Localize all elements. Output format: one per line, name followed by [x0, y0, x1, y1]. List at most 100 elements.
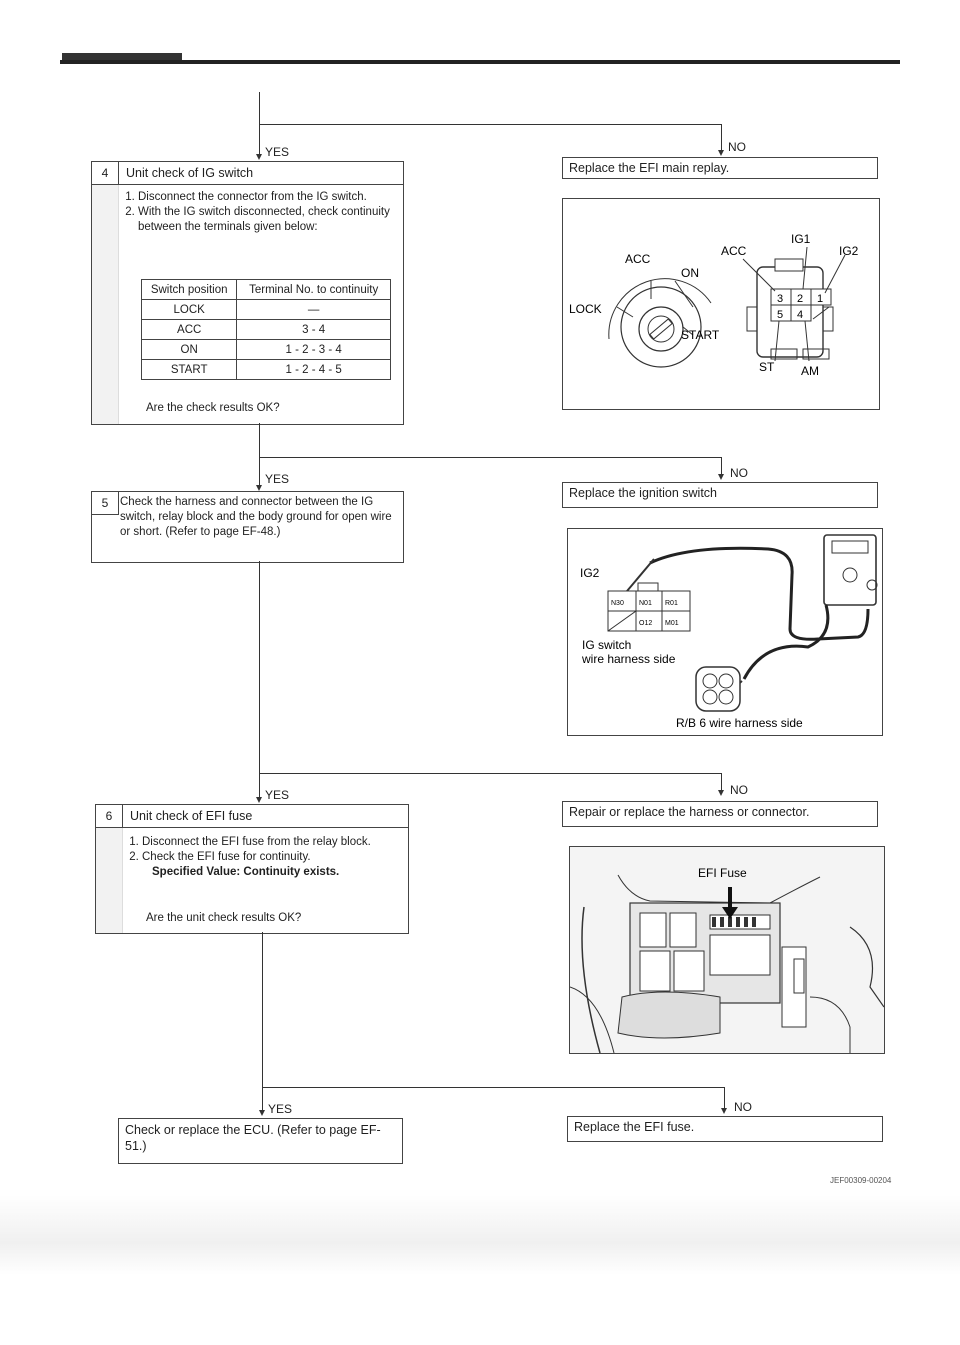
- header-rule: [60, 60, 900, 64]
- label-rb6: R/B 6 wire harness side: [676, 716, 803, 730]
- step6-question: Are the unit check results OK?: [146, 912, 302, 924]
- flow-line-yes4: [262, 1087, 263, 1113]
- arrow-yes4: [259, 1110, 265, 1116]
- flow-line-no3: [721, 773, 722, 793]
- flow-line-yes3: [259, 773, 260, 801]
- step4-instruction-1: Disconnect the connector from the IG swi…: [138, 190, 394, 205]
- table-header-switch-position: Switch position: [140, 279, 238, 300]
- label-start: START: [681, 328, 720, 342]
- step6-number: 6: [96, 805, 123, 828]
- table-cell-terminals: 1 - 2 - 4 - 5: [236, 359, 391, 380]
- step5-number: 5: [92, 492, 119, 515]
- table-cell-terminals: 1 - 2 - 3 - 4: [236, 339, 391, 360]
- flow-line-no4: [724, 1087, 725, 1111]
- label-ig1: IG1: [791, 232, 811, 246]
- arrow-no4: [721, 1108, 727, 1114]
- yes-label-2: YES: [265, 472, 290, 486]
- no6-result-box: Repair or replace the harness or connect…: [562, 801, 878, 827]
- no-label-2: NO: [730, 466, 748, 480]
- flow-line-no1: [721, 124, 722, 154]
- step6-title-rule: [122, 827, 408, 828]
- pin-5: 5: [777, 309, 783, 321]
- step4-question: Are the check results OK?: [146, 402, 280, 414]
- step6-instruction-1: Disconnect the EFI fuse from the relay b…: [142, 835, 400, 850]
- table-cell-terminals: 3 - 4: [236, 319, 391, 340]
- flow-line-3: [259, 561, 260, 773]
- ig-switch-diagram: ACC ON LOCK START ACC IG1 IG2 ST AM 3 2 …: [569, 232, 859, 378]
- step4-number: 4: [92, 162, 119, 185]
- table-row: LOCK —: [140, 299, 391, 320]
- no5-result-box: Replace the ignition switch: [562, 482, 878, 508]
- label-wire-harness-side: wire harness side: [581, 652, 676, 666]
- no-label-3: NO: [730, 783, 748, 797]
- pin-3: 3: [777, 293, 783, 305]
- no-label-1: NO: [728, 140, 746, 154]
- flow-line-top: [259, 92, 260, 124]
- step4-box: 4 Unit check of IG switch Disconnect the…: [91, 161, 404, 425]
- cavity-label: O12: [639, 620, 652, 627]
- efi-fuse-diagram: EFI Fuse: [569, 847, 885, 1054]
- switch-continuity-table: Switch position Terminal No. to continui…: [140, 279, 391, 380]
- no4-result-box: Replace the EFI main replay.: [562, 157, 878, 179]
- final-no-box: Replace the EFI fuse.: [567, 1116, 883, 1142]
- label-ig2-terminal: IG2: [580, 566, 600, 580]
- step5-box: 5 Check the harness and connector betwee…: [91, 491, 404, 563]
- ig-switch-figure: ACC ON LOCK START ACC IG1 IG2 ST AM 3 2 …: [562, 198, 880, 410]
- final-yes-box: Check or replace the ECU. (Refer to page…: [118, 1118, 403, 1164]
- flow-branch-2: [259, 457, 721, 458]
- table-cell-position: START: [140, 359, 238, 380]
- step6-box: 6 Unit check of EFI fuse Disconnect the …: [95, 804, 409, 934]
- arrow-no3: [718, 790, 724, 796]
- flow-line-yes2: [259, 457, 260, 489]
- step-margin: [96, 827, 123, 933]
- cavity-label: N01: [639, 600, 652, 607]
- figure-code: JEF00309-00204: [830, 1176, 892, 1185]
- table-row: ACC 3 - 4: [140, 319, 391, 340]
- table-row: ON 1 - 2 - 3 - 4: [140, 339, 391, 360]
- step-margin: [92, 184, 119, 424]
- cavity-label: R01: [665, 600, 678, 607]
- cavity-label: M01: [665, 620, 679, 627]
- label-acc-left: ACC: [625, 252, 651, 266]
- step6-instructions: Disconnect the EFI fuse from the relay b…: [124, 835, 400, 865]
- table-cell-terminals: —: [236, 299, 391, 320]
- yes-label-3: YES: [265, 788, 290, 802]
- step4-title: Unit check of IG switch: [126, 166, 254, 180]
- step5-text: Check the harness and connector between …: [120, 496, 392, 538]
- pin-1: 1: [817, 293, 823, 305]
- table-header-terminal: Terminal No. to continuity: [236, 279, 391, 300]
- cavity-label: N30: [611, 600, 624, 607]
- efi-fuse-figure: EFI Fuse: [569, 846, 885, 1054]
- label-st: ST: [759, 360, 775, 374]
- flow-line-yes1: [259, 124, 260, 158]
- table-row: START 1 - 2 - 4 - 5: [140, 359, 391, 380]
- arrow-no1: [718, 150, 724, 156]
- step4-instruction-2: With the IG switch disconnected, check c…: [138, 205, 394, 235]
- pin-2: 2: [797, 293, 803, 305]
- step4-instructions: Disconnect the connector from the IG swi…: [120, 190, 394, 235]
- step4-title-rule: [118, 184, 403, 185]
- flow-line-4: [262, 932, 263, 1087]
- table-cell-position: LOCK: [140, 299, 238, 320]
- step6-title: Unit check of EFI fuse: [130, 809, 253, 823]
- arrow-yes1: [256, 154, 262, 160]
- label-efi-fuse: EFI Fuse: [698, 866, 747, 880]
- yes-label-1: YES: [265, 145, 290, 159]
- arrow-yes2: [256, 485, 262, 491]
- bottom-band: [0, 1195, 960, 1275]
- flow-line-2: [259, 423, 260, 457]
- flow-branch-4: [262, 1087, 724, 1088]
- header-mark: [62, 44, 182, 60]
- label-ig-switch: IG switch: [582, 638, 631, 652]
- label-am: AM: [801, 364, 819, 378]
- label-on: ON: [681, 266, 699, 280]
- yes-label-4: YES: [268, 1102, 293, 1116]
- arrow-yes3: [256, 797, 262, 803]
- flow-branch-1: [259, 124, 721, 125]
- step6-instruction-2: Check the EFI fuse for continuity.: [142, 850, 400, 865]
- step6-specified-value: Specified Value: Continuity exists.: [152, 866, 340, 878]
- flow-line-no2: [721, 457, 722, 477]
- harness-check-diagram: N30 N01 R01 O12 M01 IG2 IG switch wire h…: [580, 534, 878, 730]
- arrow-no2: [718, 474, 724, 480]
- label-lock: LOCK: [569, 302, 602, 316]
